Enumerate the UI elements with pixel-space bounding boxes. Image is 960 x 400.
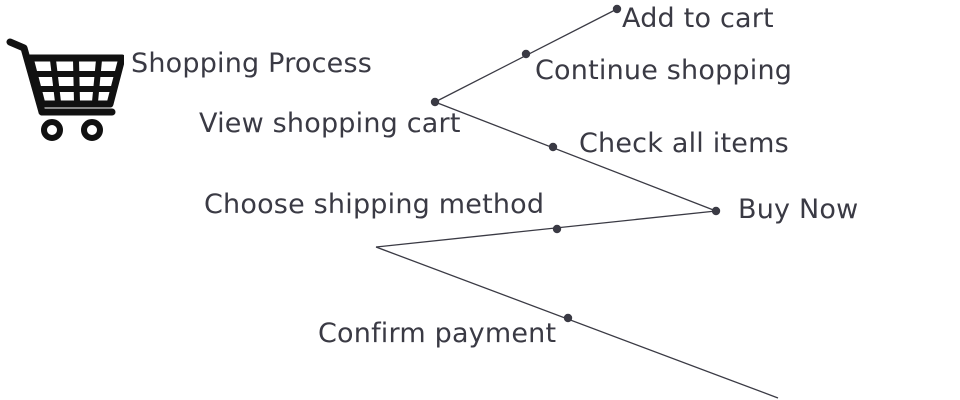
step-label-view-shopping-cart: View shopping cart	[199, 108, 461, 139]
node-check-all-items	[548, 142, 558, 152]
connector-line	[434, 101, 717, 212]
step-label-confirm-payment: Confirm payment	[318, 318, 557, 349]
step-label-choose-shipping-method: Choose shipping method	[204, 189, 545, 220]
connector-line	[375, 210, 717, 248]
connector-line	[375, 246, 779, 399]
node-continue-shopping	[521, 49, 531, 59]
node-add-to-cart	[612, 4, 622, 14]
diagram-title: Shopping Process	[131, 48, 373, 79]
node-buy-now	[711, 206, 721, 216]
step-label-check-all-items: Check all items	[579, 128, 789, 159]
node-choose-shipping-method	[552, 224, 562, 234]
node-view-shopping-cart	[430, 97, 440, 107]
step-label-add-to-cart: Add to cart	[622, 3, 774, 34]
node-confirm-payment	[563, 313, 573, 323]
shopping-cart-icon	[6, 38, 124, 141]
step-label-buy-now: Buy Now	[738, 194, 859, 225]
step-label-continue-shopping: Continue shopping	[535, 55, 793, 86]
